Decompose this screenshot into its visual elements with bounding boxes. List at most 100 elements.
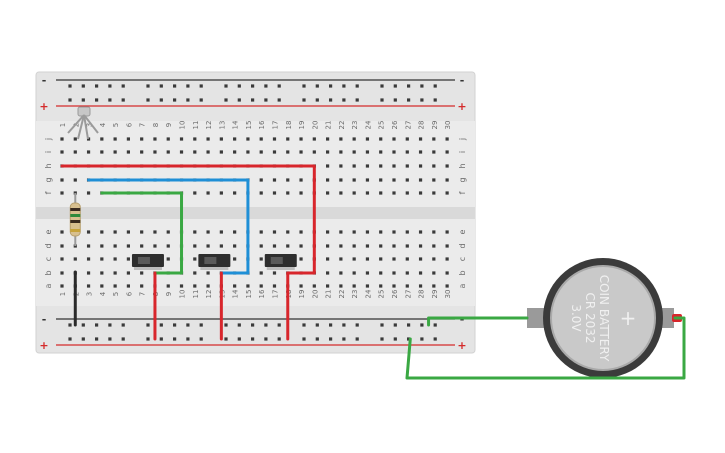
terminal-hole[interactable] <box>352 137 356 141</box>
rail-hole[interactable] <box>315 98 319 102</box>
terminal-hole[interactable] <box>126 137 130 141</box>
terminal-hole[interactable] <box>86 137 91 141</box>
rail-hole[interactable] <box>224 323 228 327</box>
terminal-hole[interactable] <box>86 257 91 261</box>
rail-hole[interactable] <box>277 323 281 327</box>
rail-hole[interactable] <box>199 323 203 327</box>
rail-hole[interactable] <box>224 84 228 88</box>
rail-hole[interactable] <box>121 337 125 341</box>
rail-hole[interactable] <box>237 323 241 327</box>
rail-hole[interactable] <box>173 84 177 88</box>
rail-hole[interactable] <box>342 98 346 102</box>
terminal-hole[interactable] <box>405 191 409 195</box>
terminal-hole[interactable] <box>259 244 263 248</box>
terminal-hole[interactable] <box>219 150 223 154</box>
wire-red-top[interactable] <box>60 164 316 275</box>
rail-hole[interactable] <box>407 98 411 102</box>
terminal-hole[interactable] <box>365 230 370 234</box>
terminal-hole[interactable] <box>113 230 117 234</box>
terminal-hole[interactable] <box>379 257 383 261</box>
terminal-hole[interactable] <box>352 271 356 275</box>
terminal-hole[interactable] <box>379 271 383 275</box>
rail-hole[interactable] <box>95 337 99 341</box>
terminal-hole[interactable] <box>312 150 316 154</box>
rail-hole[interactable] <box>329 84 333 88</box>
rail-hole[interactable] <box>315 323 319 327</box>
terminal-hole[interactable] <box>445 137 449 141</box>
wire-green-short[interactable] <box>100 191 184 275</box>
terminal-hole[interactable] <box>432 257 436 261</box>
terminal-hole[interactable] <box>272 284 277 288</box>
terminal-hole[interactable] <box>405 137 409 141</box>
terminal-hole[interactable] <box>445 257 449 261</box>
terminal-hole[interactable] <box>312 137 316 141</box>
rail-hole[interactable] <box>173 98 177 102</box>
rail-hole[interactable] <box>315 84 319 88</box>
rail-hole[interactable] <box>199 337 203 341</box>
rail-hole[interactable] <box>393 98 397 102</box>
rail-hole[interactable] <box>264 84 268 88</box>
terminal-hole[interactable] <box>365 244 370 248</box>
terminal-hole[interactable] <box>339 191 343 195</box>
rail-hole[interactable] <box>224 98 228 102</box>
terminal-hole[interactable] <box>233 284 237 288</box>
terminal-hole[interactable] <box>126 271 130 275</box>
rail-hole[interactable] <box>95 98 99 102</box>
terminal-hole[interactable] <box>259 257 263 261</box>
terminal-hole[interactable] <box>379 137 383 141</box>
terminal-hole[interactable] <box>166 137 170 141</box>
terminal-hole[interactable] <box>86 244 91 248</box>
terminal-hole[interactable] <box>405 164 409 168</box>
rail-hole[interactable] <box>393 323 397 327</box>
terminal-hole[interactable] <box>432 244 436 248</box>
terminal-hole[interactable] <box>179 284 184 288</box>
terminal-hole[interactable] <box>445 178 449 182</box>
terminal-hole[interactable] <box>392 164 396 168</box>
terminal-hole[interactable] <box>432 150 436 154</box>
rail-hole[interactable] <box>380 98 384 102</box>
rail-hole[interactable] <box>380 337 384 341</box>
terminal-hole[interactable] <box>339 257 343 261</box>
terminal-hole[interactable] <box>113 271 117 275</box>
terminal-hole[interactable] <box>60 257 64 261</box>
rail-hole[interactable] <box>81 84 85 88</box>
terminal-hole[interactable] <box>259 191 263 195</box>
terminal-hole[interactable] <box>166 244 170 248</box>
rail-hole[interactable] <box>420 98 424 102</box>
terminal-hole[interactable] <box>166 150 170 154</box>
terminal-hole[interactable] <box>392 191 396 195</box>
terminal-hole[interactable] <box>113 244 117 248</box>
terminal-hole[interactable] <box>140 137 144 141</box>
terminal-hole[interactable] <box>193 257 197 261</box>
terminal-hole[interactable] <box>179 137 184 141</box>
terminal-hole[interactable] <box>405 284 409 288</box>
terminal-hole[interactable] <box>60 284 64 288</box>
rail-hole[interactable] <box>355 323 359 327</box>
rail-hole[interactable] <box>380 323 384 327</box>
terminal-hole[interactable] <box>299 150 303 154</box>
terminal-hole[interactable] <box>365 178 370 182</box>
terminal-hole[interactable] <box>126 284 130 288</box>
terminal-hole[interactable] <box>365 271 370 275</box>
terminal-hole[interactable] <box>405 257 409 261</box>
terminal-hole[interactable] <box>272 271 277 275</box>
terminal-hole[interactable] <box>418 257 423 261</box>
terminal-hole[interactable] <box>445 230 449 234</box>
terminal-hole[interactable] <box>418 230 423 234</box>
terminal-hole[interactable] <box>379 191 383 195</box>
terminal-hole[interactable] <box>153 230 157 234</box>
terminal-hole[interactable] <box>326 191 330 195</box>
terminal-hole[interactable] <box>312 284 316 288</box>
rail-hole[interactable] <box>342 323 346 327</box>
terminal-hole[interactable] <box>140 150 144 154</box>
terminal-hole[interactable] <box>100 230 104 234</box>
terminal-hole[interactable] <box>352 164 356 168</box>
terminal-hole[interactable] <box>126 230 130 234</box>
terminal-hole[interactable] <box>379 244 383 248</box>
rail-hole[interactable] <box>264 323 268 327</box>
terminal-hole[interactable] <box>272 178 277 182</box>
terminal-hole[interactable] <box>126 244 130 248</box>
rail-hole[interactable] <box>420 84 424 88</box>
rail-hole[interactable] <box>342 337 346 341</box>
terminal-hole[interactable] <box>140 284 144 288</box>
